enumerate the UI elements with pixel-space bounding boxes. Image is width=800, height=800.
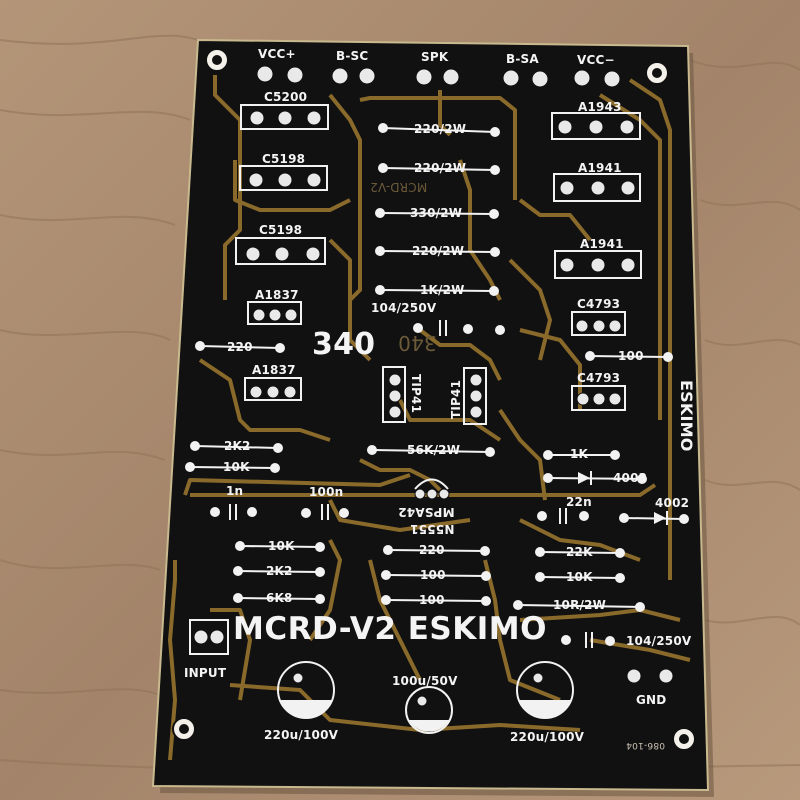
label-r100-right: 100 — [618, 349, 644, 363]
outline-c4793-a — [571, 311, 626, 336]
label-part-code: 086-104 — [626, 740, 666, 750]
label-cap-100n: 100n — [309, 485, 344, 499]
silkscreen-outlines — [189, 104, 642, 734]
label-input: INPUT — [184, 666, 227, 680]
outline-cap-100u — [405, 686, 453, 734]
resistor-leads — [185, 123, 689, 646]
label-board-title: MCRD-V2 ESKIMO — [233, 611, 548, 647]
label-b-sc: B-SC — [336, 49, 369, 63]
label-r220-left: 220 — [227, 340, 253, 354]
label-cap-104-250v-bottom: 104/250V — [626, 634, 692, 648]
label-r100-b: 100 — [419, 593, 445, 607]
pcb-board — [151, 38, 710, 792]
label-c4793-b: C4793 — [577, 371, 621, 385]
label-d4002-b: 4002 — [655, 496, 690, 510]
label-r10k-b: 10K — [268, 539, 295, 553]
label-a1837-b: A1837 — [252, 363, 296, 377]
label-r220-2w-b: 220/2W — [414, 161, 467, 175]
outline-tip41-a — [382, 366, 406, 423]
outline-a1837-b — [244, 377, 302, 401]
label-cap-22n: 22n — [566, 495, 592, 509]
label-tip41-b: TIP41 — [449, 379, 463, 419]
pads — [193, 65, 674, 707]
label-vcc-minus: VCC− — [577, 53, 615, 67]
outline-cap-220u-b — [516, 661, 574, 719]
cap-polarity-marks — [280, 700, 571, 732]
label-r1k-2w: 1K/2W — [420, 283, 465, 297]
outline-a1837-a — [247, 301, 302, 325]
label-r6k8: 6K8 — [266, 591, 293, 605]
label-cap-1n: 1n — [226, 484, 244, 498]
outline-cap-220u-a — [277, 661, 335, 719]
outline-c5200 — [240, 104, 329, 130]
label-r330-2w: 330/2W — [410, 206, 463, 220]
label-cap-104-250v-top: 104/250V — [371, 301, 437, 315]
outline-a1941-b — [554, 250, 642, 279]
label-r1k: 1K — [570, 447, 589, 461]
label-side-eskimo: ESKIMO — [677, 380, 696, 452]
label-r10r-2w: 10R/2W — [553, 598, 607, 612]
label-c5198-b: C5198 — [259, 223, 303, 237]
label-d4002-a: 4002 — [613, 471, 648, 485]
diode-symbols — [578, 471, 668, 525]
label-spk: SPK — [421, 50, 449, 64]
label-c5200: C5200 — [264, 90, 308, 104]
label-cap-220u-100v-b: 220u/100V — [510, 730, 585, 744]
outline-c5198-b — [235, 237, 326, 265]
label-r220-2w-c: 220/2W — [412, 244, 465, 258]
label-r2k2-b: 2K2 — [266, 564, 293, 578]
label-r220-mid: 220 — [419, 543, 445, 557]
label-mirror-number: 340 — [398, 331, 437, 355]
label-r10k-a: 10K — [223, 460, 250, 474]
outline-a1941-a — [553, 173, 641, 202]
outline-mpsa42 — [414, 478, 449, 490]
label-r220-2w-a: 220/2W — [414, 122, 467, 136]
label-mpsa42: MPSA42 — [398, 505, 455, 519]
label-r56k-2w: 56K/2W — [407, 443, 461, 457]
label-a1941-b: A1941 — [580, 237, 624, 251]
outline-c5198-a — [239, 165, 328, 191]
label-gnd: GND — [636, 693, 667, 707]
label-big-number: 340 — [312, 327, 376, 362]
label-c4793-a: C4793 — [577, 297, 621, 311]
label-r100-a: 100 — [420, 568, 446, 582]
outline-tip41-b — [463, 367, 487, 425]
label-b-sa: B-SA — [506, 52, 539, 66]
label-n5551: N5551 — [410, 522, 455, 536]
label-tip41-a: TIP41 — [409, 374, 423, 414]
label-cap-220u-100v-a: 220u/100V — [264, 728, 339, 742]
label-a1943: A1943 — [578, 100, 622, 114]
label-r2k2-a: 2K2 — [224, 439, 251, 453]
label-r10k-c: 10K — [566, 570, 593, 584]
label-cap-100u-50v: 100u/50V — [392, 674, 458, 688]
label-a1837-a: A1837 — [255, 288, 299, 302]
outline-a1943 — [551, 112, 641, 140]
label-c5198-a: C5198 — [262, 152, 306, 166]
outline-input — [189, 619, 229, 655]
outline-c4793-b — [571, 385, 626, 411]
label-a1941-a: A1941 — [578, 161, 622, 175]
label-mirror-mcrd: MCRD-V2 — [370, 180, 428, 194]
label-r22k: 22K — [566, 545, 593, 559]
label-vcc-plus: VCC+ — [258, 47, 296, 61]
